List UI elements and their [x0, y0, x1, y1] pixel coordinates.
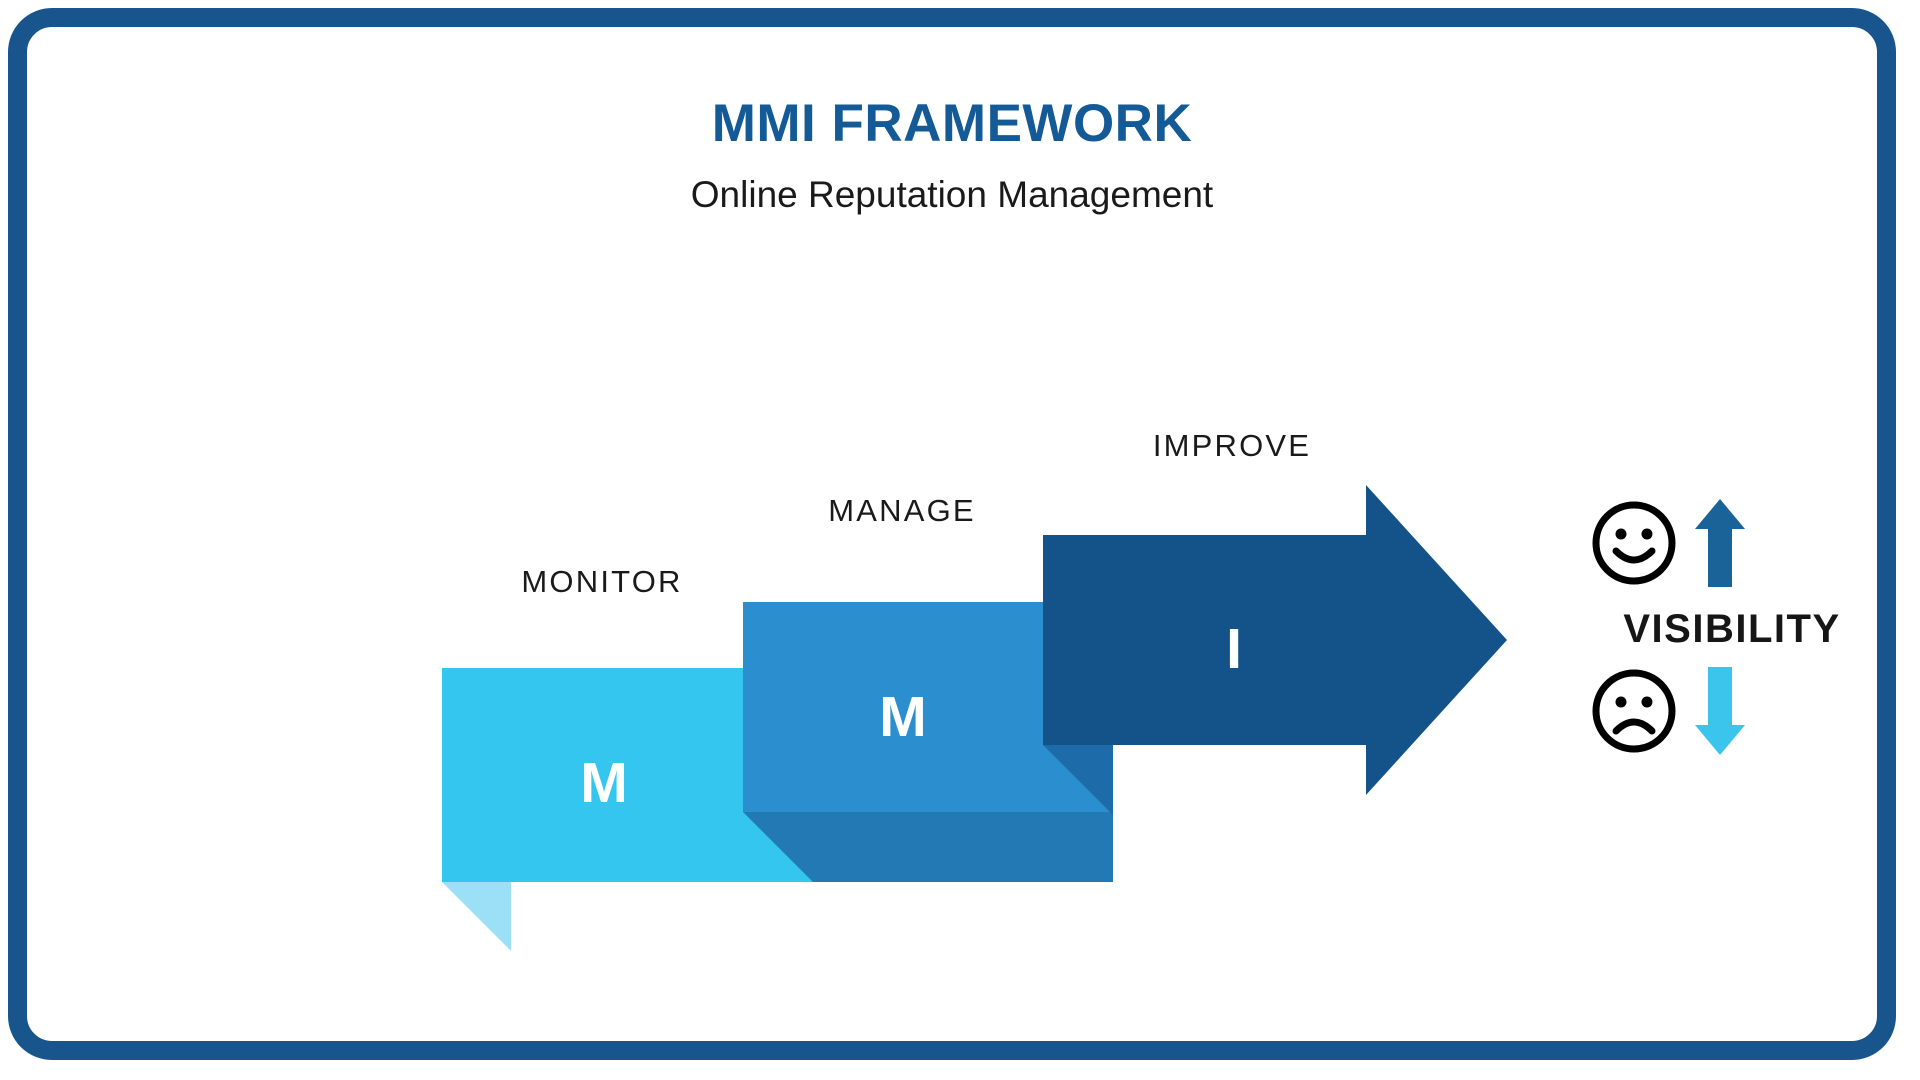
step-caption-improve: IMPROVE — [1152, 428, 1312, 463]
sad-face-icon — [1592, 669, 1676, 753]
step-letter-manage: M — [879, 685, 927, 749]
page-title: MMI FRAMEWORK — [711, 94, 1193, 153]
header: MMI FRAMEWORK Online Reputation Manageme… — [27, 94, 1877, 216]
step-caption-manage: MANAGE — [828, 493, 976, 528]
step-letter-improve: I — [1226, 617, 1242, 681]
page-subtitle: Online Reputation Management — [690, 174, 1214, 216]
step3-arrow-body — [1043, 485, 1507, 795]
visibility-up-row — [1590, 497, 1746, 589]
visibility-down-row — [1590, 665, 1746, 757]
step2-tail-triangle — [743, 812, 1113, 882]
arrow-up-icon — [1695, 499, 1745, 587]
step3-tail-triangle — [1043, 745, 1113, 815]
step-caption-monitor: MONITOR — [521, 564, 683, 599]
arrow-down-icon — [1695, 667, 1745, 755]
process-flow-graphic — [442, 485, 1507, 951]
visibility-outcome: VISIBILITY — [1572, 497, 1892, 787]
diagram-stage: MONITOR MANAGE IMPROVE M M I VISIBILITY — [27, 27, 1915, 1079]
visibility-label: VISIBILITY — [1623, 607, 1841, 651]
framework-card: MMI FRAMEWORK Online Reputation Manageme… — [8, 8, 1896, 1060]
step-shape-improve[interactable] — [1043, 485, 1507, 815]
step-letter-monitor: M — [580, 751, 628, 815]
step1-tail-triangle — [442, 882, 511, 951]
happy-face-icon — [1592, 501, 1676, 585]
